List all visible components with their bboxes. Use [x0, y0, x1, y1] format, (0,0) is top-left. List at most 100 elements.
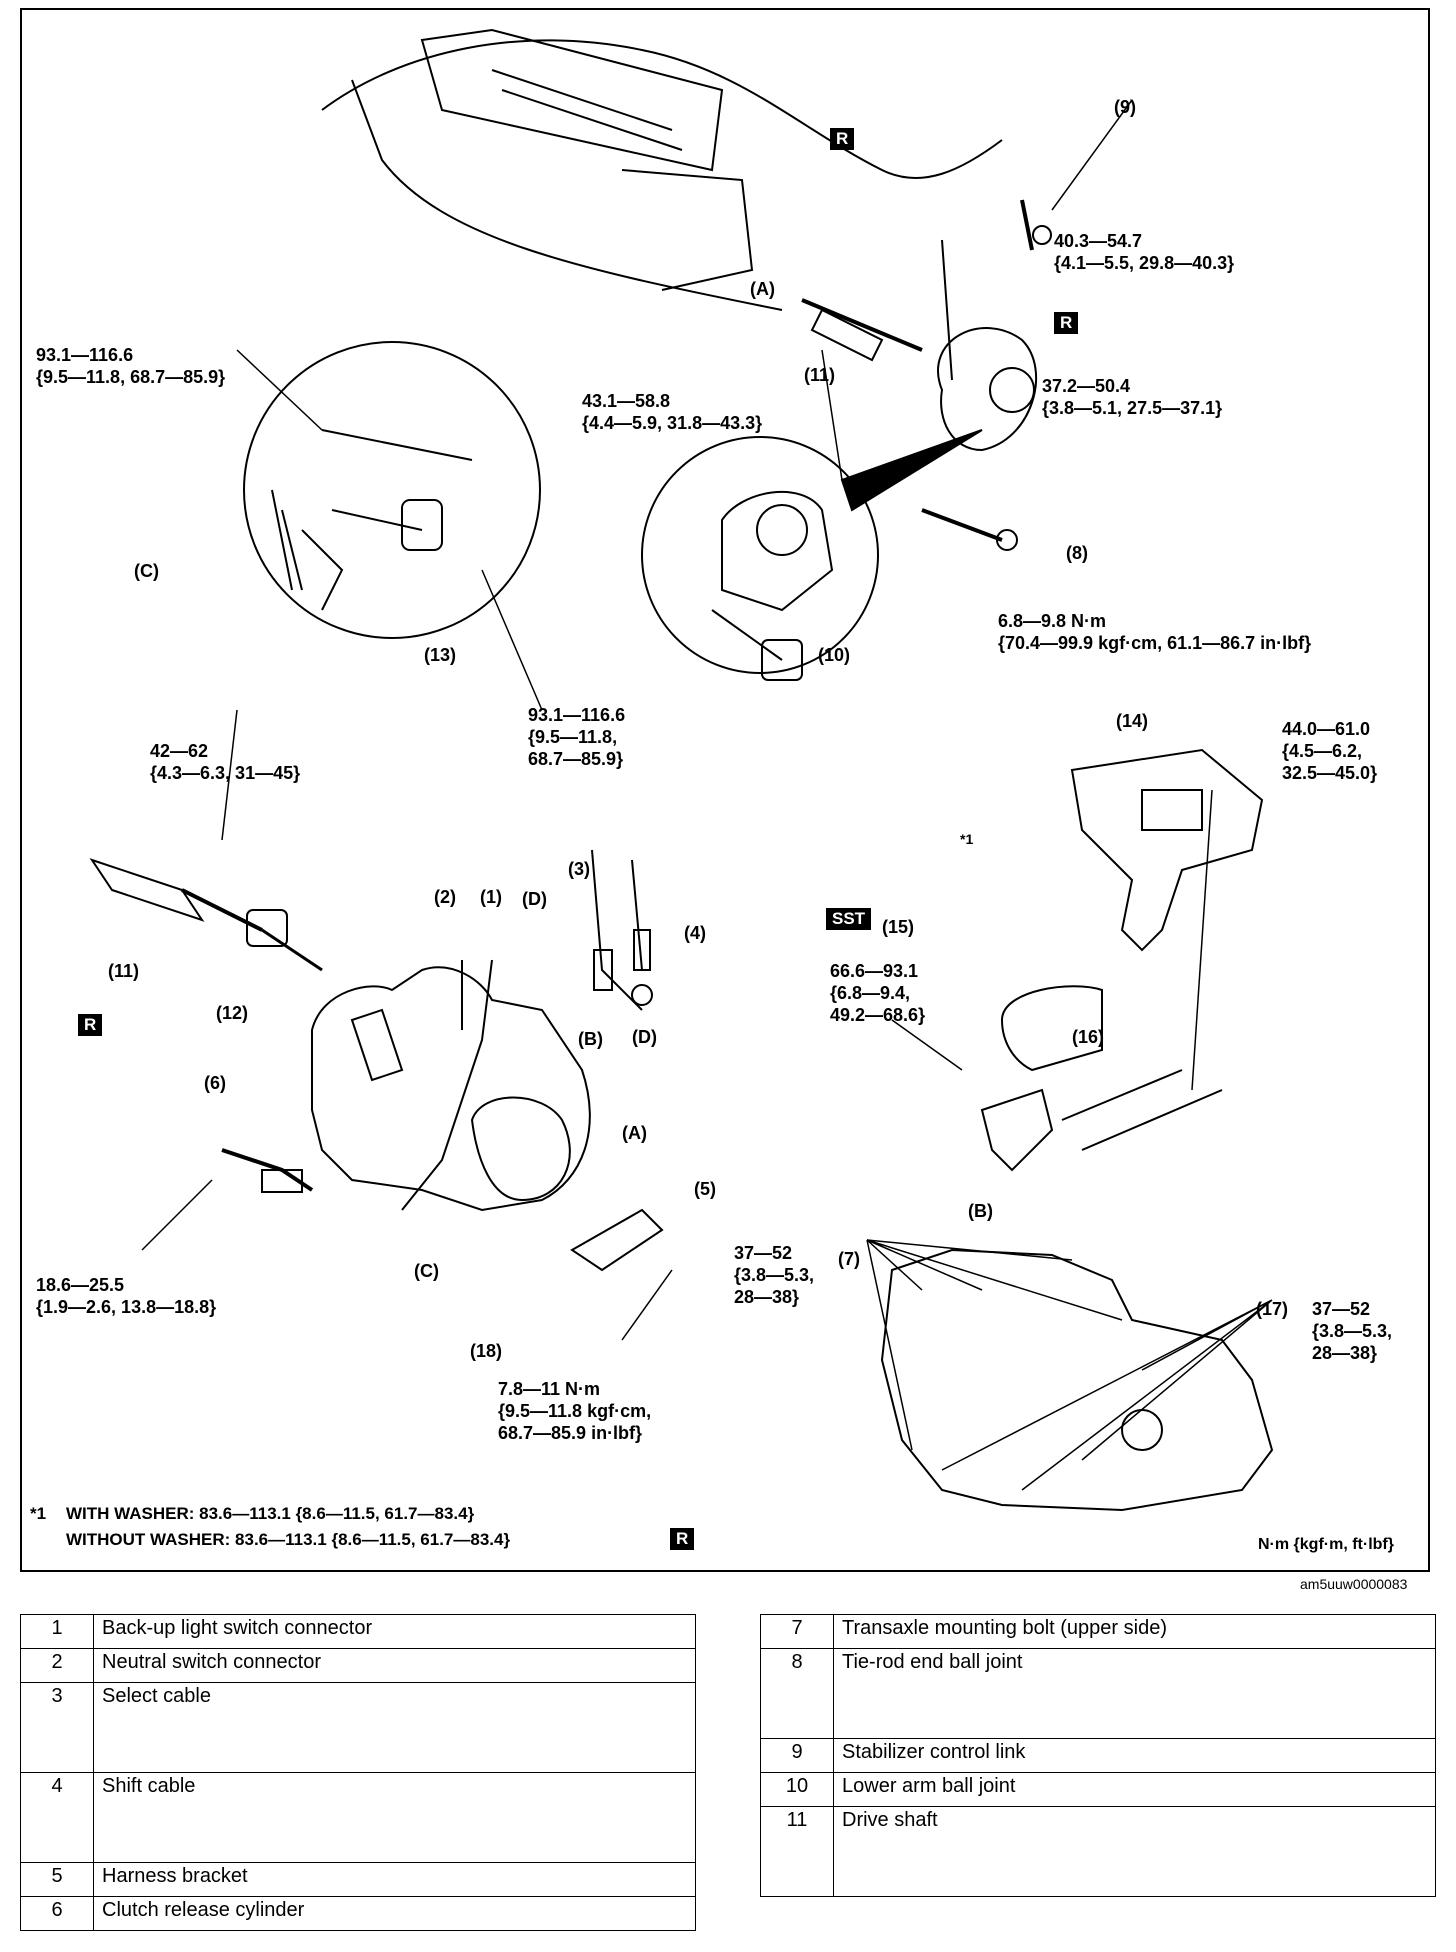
transaxle-body: [311, 966, 591, 1212]
legend-num: 7: [760, 1614, 834, 1649]
part-14-label: (14): [1116, 711, 1149, 731]
detail-circle-knuckle: [641, 436, 879, 674]
mount-bracket: [980, 1088, 1054, 1172]
torque-bearing-bolt: 42—62 {4.3—6.3, 31—45}: [150, 741, 301, 783]
part-6-label: (6): [204, 1073, 227, 1093]
torque-mount-bolt-upper: 93.1—116.6 {9.5—11.8, 68.7—85.9}: [36, 345, 226, 387]
point-d-lower-label: (D): [632, 1027, 657, 1047]
point-c-lower-label: (C): [414, 1261, 439, 1281]
part-4-label: (4): [684, 923, 707, 943]
point-b-right-label: (B): [968, 1201, 993, 1221]
steering-knuckle: [937, 327, 1038, 452]
legend-label: Neutral switch connector: [93, 1648, 696, 1683]
exploded-diagram-frame: 40.3—54.7 {4.1—5.5, 29.8—40.3} 37.2—50.4…: [20, 8, 1430, 1572]
part-11-upper-label: (11): [804, 365, 836, 385]
sst-badge: SST: [826, 908, 872, 930]
legend-label: Clutch release cylinder: [93, 1896, 696, 1931]
torque-stabilizer-link: 40.3—54.7 {4.1—5.5, 29.8—40.3}: [1054, 231, 1235, 273]
part-16-label: (16): [1072, 1027, 1105, 1047]
legend-label: Shift cable: [93, 1772, 696, 1863]
torque-bracket-nut: 44.0—61.0 {4.5—6.2, 32.5—45.0}: [1282, 719, 1378, 783]
part-7-label: (7): [838, 1249, 861, 1269]
part-13-label: (13): [424, 645, 457, 665]
part-18-label: (18): [470, 1341, 503, 1361]
legend-num: 11: [760, 1806, 834, 1897]
torque-harness-bracket: 7.8—11 N·m {9.5—11.8 kgf·cm, 68.7—85.9 i…: [498, 1379, 652, 1443]
legend-num: 5: [20, 1862, 94, 1897]
detail-circle-c: [243, 341, 541, 639]
part-11-lower-label: (11): [108, 961, 140, 981]
legend-num: 4: [20, 1772, 94, 1863]
footnote-marker: *1: [960, 831, 974, 847]
point-d-upper-label: (D): [522, 889, 547, 909]
torque-mount-bolt-lower: 93.1—116.6 {9.5—11.8, 68.7—85.9}: [528, 705, 626, 769]
legend-label: Transaxle mounting bolt (upper side): [833, 1614, 1436, 1649]
engine-mount: [1000, 985, 1103, 1072]
drive-shaft-lower: [89, 858, 205, 922]
part-8-label: (8): [1066, 543, 1089, 563]
footnote-without-washer: WITHOUT WASHER: 83.6—113.1 {8.6—11.5, 61…: [66, 1530, 511, 1549]
torque-tie-rod-nut: 37.2—50.4 {3.8—5.1, 27.5—37.1}: [1042, 376, 1223, 418]
part-5-label: (5): [694, 1179, 717, 1199]
legend-label: Drive shaft: [833, 1806, 1436, 1897]
replace-badge: R: [78, 1014, 103, 1036]
transaxle-bracket: [1070, 748, 1264, 952]
part-12-label: (12): [216, 1003, 249, 1023]
replace-badge: R: [830, 128, 855, 150]
legend-num: 9: [760, 1738, 834, 1773]
legend-label: Back-up light switch connector: [93, 1614, 696, 1649]
point-a-lower-label: (A): [622, 1123, 647, 1143]
footnote-with-washer: WITH WASHER: 83.6—113.1 {8.6—11.5, 61.7—…: [66, 1504, 475, 1523]
legend-num: 6: [20, 1896, 94, 1931]
legend-num: 8: [760, 1648, 834, 1739]
exploded-diagram-drawing: [89, 28, 1274, 1512]
point-a-upper-label: (A): [750, 279, 775, 299]
legend-label: Harness bracket: [93, 1862, 696, 1897]
figure-id: am5uuw0000083: [1300, 1576, 1408, 1592]
legend-label: Tie-rod end ball joint: [833, 1648, 1436, 1739]
torque-clutch-cylinder: 18.6—25.5 {1.9—2.6, 13.8—18.8}: [36, 1275, 217, 1317]
footnote-marker: *1: [30, 1504, 47, 1523]
part-1-label: (1): [480, 887, 503, 907]
torque-lower-arm: 43.1—58.8 {4.4—5.9, 31.8—43.3}: [582, 391, 763, 433]
legend-num: 10: [760, 1772, 834, 1807]
legend-label: Lower arm ball joint: [833, 1772, 1436, 1807]
legend-num: 1: [20, 1614, 94, 1649]
torque-upper-bolts: 37—52 {3.8—5.3, 28—38}: [734, 1243, 815, 1307]
legend-num: 3: [20, 1682, 94, 1773]
torque-bracket-bolt: 6.8—9.8 N·m {70.4—99.9 kgf·cm, 61.1—86.7…: [998, 611, 1312, 653]
part-2-label: (2): [434, 887, 457, 907]
torque-mount-bracket: 66.6—93.1 {6.8—9.4, 49.2—68.6}: [830, 961, 926, 1025]
legend-label: Stabilizer control link: [833, 1738, 1436, 1773]
legend-label: Select cable: [93, 1682, 696, 1773]
replace-badge: R: [1054, 312, 1079, 334]
point-c-upper-label: (C): [134, 561, 159, 581]
part-9-label: (9): [1114, 97, 1137, 117]
drive-shaft-upper: [801, 298, 923, 352]
part-15-label: (15): [882, 917, 915, 937]
transaxle-case-outline: [880, 1248, 1274, 1512]
point-b-left-label: (B): [578, 1029, 603, 1049]
part-10-label: (10): [818, 645, 851, 665]
torque-lower-bolts: 37—52 {3.8—5.3, 28—38}: [1312, 1299, 1393, 1363]
part-3-label: (3): [568, 859, 591, 879]
tie-rod: [921, 508, 1003, 542]
shift-cable: [631, 859, 643, 971]
replace-badge: R: [670, 1528, 695, 1550]
select-cable: [591, 849, 643, 1011]
part-17-label: (17): [1256, 1299, 1289, 1319]
units-note: N·m {kgf·m, ft·lbf}: [1258, 1536, 1394, 1553]
engine-outline: [321, 39, 1003, 179]
